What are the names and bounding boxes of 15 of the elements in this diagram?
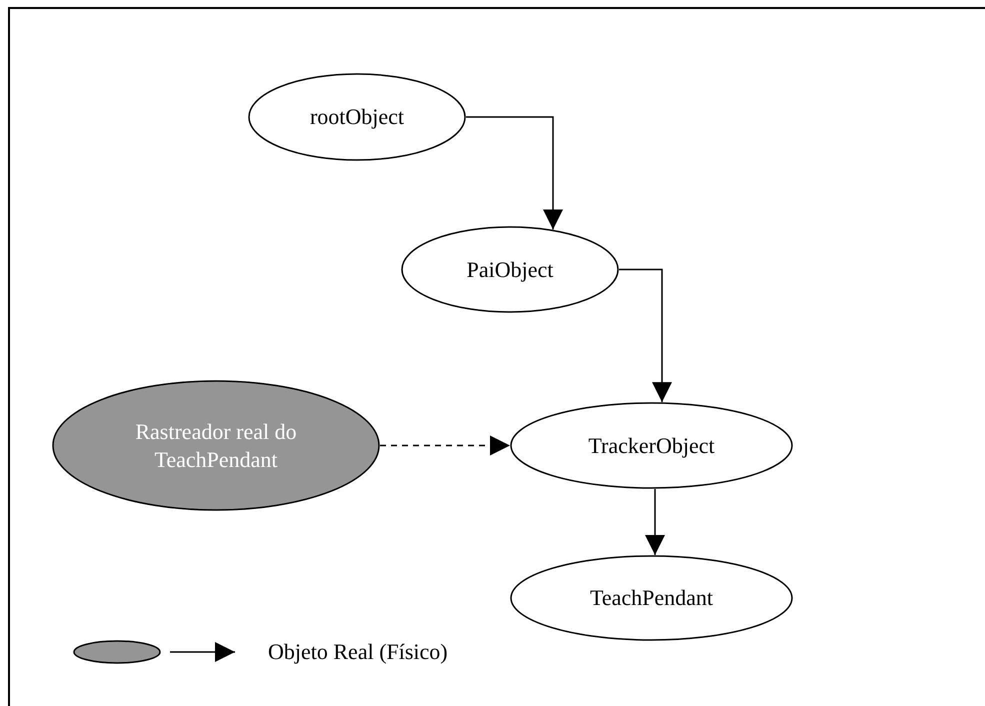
node-label: TrackerObject [588, 432, 715, 460]
arrow [380, 436, 510, 456]
arrow [645, 488, 665, 556]
node-label: PaiObject [466, 256, 554, 284]
arrow [619, 268, 672, 402]
object-ellipse [248, 73, 466, 161]
object-ellipse [52, 380, 380, 511]
object-ellipse [510, 402, 793, 489]
node-label: rootObject [310, 103, 404, 131]
object-ellipse [510, 555, 793, 641]
object-ellipse [401, 226, 619, 313]
node-label: TeachPendant [590, 584, 714, 612]
node-label: Rastreador real do TeachPendant [134, 418, 298, 474]
legend-text: Objeto Real (Físico) [268, 638, 448, 666]
arrow [466, 116, 563, 230]
